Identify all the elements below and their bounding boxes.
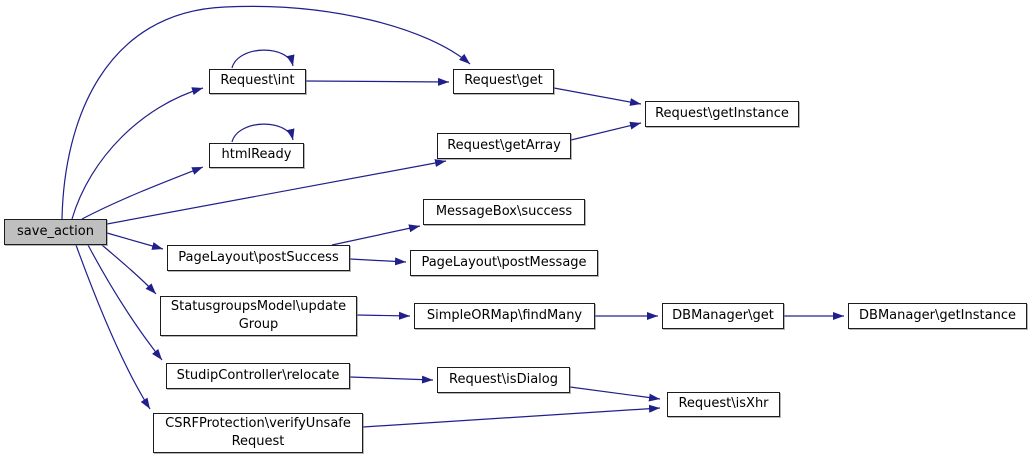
edge-request_getarray-to-request_getinstance xyxy=(570,121,642,141)
edge-save_action-to-statusgroups_updategroup xyxy=(101,244,157,295)
node-label: MessageBox\success xyxy=(435,203,573,219)
graph-node-simpleormap_findmany[interactable]: SimpleORMap\findMany xyxy=(414,303,595,329)
node-label: Request\isXhr xyxy=(678,396,769,412)
node-label: Request\getArray xyxy=(447,137,561,153)
edge-save_action-to-request_get xyxy=(61,5,471,220)
node-label: DBManager\getInstance xyxy=(859,307,1016,323)
node-label: DBManager\get xyxy=(672,307,774,323)
node-label: htmlReady xyxy=(221,147,292,163)
node-label: save_action xyxy=(17,223,94,239)
graph-node-html_ready[interactable]: htmlReady xyxy=(209,143,304,168)
edge-studipcontroller_relocate-to-request_isdialog xyxy=(349,375,434,384)
edge-pagelayout_postsuccess-to-pagelayout_postmessage xyxy=(349,257,407,266)
graph-node-pagelayout_postsuccess[interactable]: PageLayout\postSuccess xyxy=(167,245,350,271)
edge-html_ready-to-html_ready xyxy=(231,123,295,143)
node-label: PageLayout\postMessage xyxy=(421,254,587,270)
graph-node-studipcontroller_relocate[interactable]: StudipController\relocate xyxy=(166,363,350,389)
edge-request_get-to-request_getinstance xyxy=(553,87,642,106)
graph-node-request_isxhr[interactable]: Request\isXhr xyxy=(667,392,780,417)
graph-node-dbmanager_getinstance[interactable]: DBManager\getInstance xyxy=(848,303,1027,329)
edge-save_action-to-csrf_verifyunsaferequest xyxy=(75,244,151,410)
edge-save_action-to-studipcontroller_relocate xyxy=(87,244,163,361)
edge-save_action-to-request_int xyxy=(71,87,204,220)
node-label: SimpleORMap\findMany xyxy=(426,307,583,323)
node-label: StudipController\relocate xyxy=(176,367,340,383)
graph-node-messagebox_success[interactable]: MessageBox\success xyxy=(423,199,585,225)
graph-node-dbmanager_get[interactable]: DBManager\get xyxy=(662,303,784,329)
edge-statusgroups_updategroup-to-simpleormap_findmany xyxy=(356,311,411,320)
node-label: Request xyxy=(231,434,285,449)
graph-node-request_int[interactable]: Request\int xyxy=(209,69,306,94)
edge-save_action-to-html_ready xyxy=(81,166,204,220)
graph-node-pagelayout_postmessage[interactable]: PageLayout\postMessage xyxy=(410,250,598,276)
edge-save_action-to-request_getarray xyxy=(106,159,447,225)
graph-node-request_getinstance[interactable]: Request\getInstance xyxy=(645,101,799,127)
node-label: CSRFProtection\verifyUnsafe xyxy=(165,415,351,431)
graph-node-save_action: save_action xyxy=(4,219,107,245)
node-label: Request\get xyxy=(464,73,543,89)
graph-node-request_isdialog[interactable]: Request\isDialog xyxy=(437,367,570,393)
node-label: Request\int xyxy=(220,73,295,89)
node-label: Request\isDialog xyxy=(449,371,558,387)
graph-node-request_get[interactable]: Request\get xyxy=(453,69,554,94)
edge-save_action-to-pagelayout_postsuccess xyxy=(106,232,164,250)
graph-node-request_getarray[interactable]: Request\getArray xyxy=(437,133,571,159)
node-label: PageLayout\postSuccess xyxy=(178,249,339,265)
edge-pagelayout_postsuccess-to-messagebox_success xyxy=(331,224,421,246)
node-label: StatusgroupsModel\update xyxy=(170,298,347,314)
edge-request_int-to-request_int xyxy=(231,49,295,69)
node-label: Group xyxy=(238,317,279,332)
edge-csrf_verifyunsaferequest-to-request_isxhr xyxy=(362,404,661,428)
node-label: Request\getInstance xyxy=(655,105,789,121)
edge-request_isdialog-to-request_isxhr xyxy=(569,386,661,402)
edge-request_int-to-request_get xyxy=(305,77,450,86)
